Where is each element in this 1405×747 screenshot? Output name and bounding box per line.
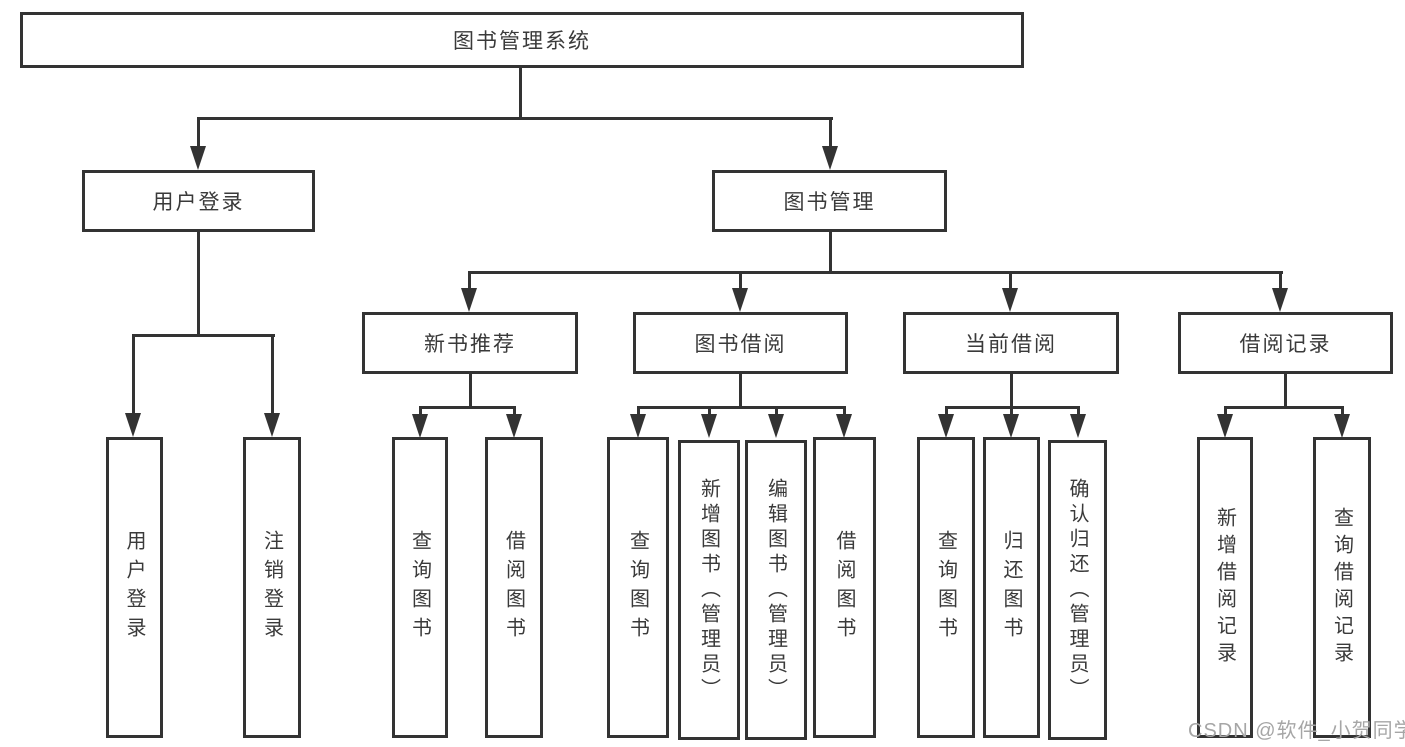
leaf-user-login: 用户登录 [106, 437, 163, 738]
connector-book-borrowing-split [637, 406, 845, 409]
arrowhead-current-borrowing [1002, 288, 1018, 312]
connector-drop-nb-query [419, 406, 422, 418]
leaf-bb-add-books-admin: 新增图书（管理员） [678, 440, 740, 740]
leaf-user-login-label: 用户登录 [123, 529, 145, 646]
leaf-logout: 注销登录 [243, 437, 301, 738]
leaf-bb-borrow-books: 借阅图书 [813, 437, 876, 738]
arrowhead-bb-edit [768, 414, 784, 438]
leaf-cb-confirm-return-admin-label: 确认归还（管理员） [1066, 477, 1088, 703]
connector-current-borrowing-trunk [1010, 372, 1013, 408]
connector-level2-split [468, 271, 1283, 274]
arrowhead-nb-borrow [506, 414, 522, 438]
arrowhead-logout-leaf [264, 413, 280, 437]
leaf-cb-query-books-label: 查询图书 [934, 529, 957, 646]
leaf-logout-label: 注销登录 [260, 529, 283, 646]
connector-drop-bb-borrow [843, 406, 846, 418]
arrowhead-bb-query [630, 414, 646, 438]
connector-drop-cb-return [1010, 406, 1013, 418]
connector-borrowing-records-split [1224, 406, 1343, 409]
connector-drop-bb-query [637, 406, 640, 418]
connector-drop-bb-edit [775, 406, 778, 418]
node-book-management: 图书管理 [712, 170, 947, 232]
connector-drop-user-login [197, 117, 200, 151]
leaf-cb-query-books: 查询图书 [917, 437, 975, 738]
leaf-nb-borrow-books-label: 借阅图书 [502, 529, 525, 646]
connector-book-management-trunk [829, 230, 832, 274]
connector-drop-borrowing-records [1279, 271, 1282, 293]
node-book-borrowing-label: 图书借阅 [694, 333, 787, 356]
node-root: 图书管理系统 [20, 12, 1024, 68]
connector-drop-rec-add [1224, 406, 1227, 418]
leaf-nb-query-books-label: 查询图书 [408, 529, 431, 646]
connector-new-book-trunk [469, 372, 472, 408]
leaf-nb-query-books: 查询图书 [392, 437, 448, 738]
leaf-bb-query-books: 查询图书 [607, 437, 669, 738]
arrowhead-book-management [822, 146, 838, 170]
arrowhead-new-book [461, 288, 477, 312]
leaf-bb-edit-books-admin-label: 编辑图书（管理员） [764, 477, 787, 703]
arrowhead-cb-query [938, 414, 954, 438]
leaf-bb-edit-books-admin: 编辑图书（管理员） [745, 440, 807, 740]
connector-user-login-trunk [197, 230, 200, 337]
csdn-watermark: CSDN @软件_小贺同学 [1188, 720, 1405, 742]
leaf-rec-query-borrow-record-label: 查询借阅记录 [1330, 506, 1353, 669]
leaf-cb-confirm-return-admin: 确认归还（管理员） [1048, 440, 1107, 740]
node-current-borrowing-label: 当前借阅 [965, 333, 1057, 356]
arrowhead-cb-confirm [1070, 414, 1086, 438]
connector-level1-split [197, 117, 833, 120]
leaf-rec-query-borrow-record: 查询借阅记录 [1313, 437, 1371, 738]
connector-drop-nb-borrow [513, 406, 516, 418]
node-current-borrowing: 当前借阅 [903, 312, 1119, 374]
node-root-label: 图书管理系统 [453, 30, 591, 53]
leaf-bb-query-books-label: 查询图书 [626, 529, 649, 646]
connector-book-borrowing-trunk [739, 372, 742, 408]
node-borrowing-records-label: 借阅记录 [1239, 333, 1332, 356]
node-new-book-recommend-label: 新书推荐 [424, 333, 516, 356]
connector-borrowing-records-trunk [1284, 372, 1287, 408]
connector-drop-new-book [468, 271, 471, 293]
arrowhead-bb-borrow [836, 414, 852, 438]
connector-drop-book-borrowing [739, 271, 742, 293]
connector-drop-rec-query [1341, 406, 1344, 418]
leaf-bb-add-books-admin-label: 新增图书（管理员） [697, 477, 720, 703]
connector-drop-cb-confirm [1077, 406, 1080, 418]
arrowhead-book-borrowing [732, 288, 748, 312]
connector-drop-logout-leaf [271, 334, 274, 416]
arrowhead-nb-query [412, 414, 428, 438]
node-borrowing-records: 借阅记录 [1178, 312, 1393, 374]
connector-drop-cb-query [945, 406, 948, 418]
connector-root-trunk [519, 66, 522, 119]
leaf-cb-return-books: 归还图书 [983, 437, 1040, 738]
arrowhead-bb-add [701, 414, 717, 438]
arrowhead-cb-return [1003, 414, 1019, 438]
arrowhead-borrowing-records [1272, 288, 1288, 312]
leaf-rec-add-borrow-record-label: 新增借阅记录 [1213, 506, 1236, 669]
leaf-rec-add-borrow-record: 新增借阅记录 [1197, 437, 1253, 738]
arrowhead-rec-add [1217, 414, 1233, 438]
arrowhead-login-leaf [125, 413, 141, 437]
node-book-management-label: 图书管理 [783, 191, 876, 214]
node-book-borrowing: 图书借阅 [633, 312, 848, 374]
connector-drop-login-leaf [132, 334, 135, 416]
arrowhead-rec-query [1334, 414, 1350, 438]
node-user-login: 用户登录 [82, 170, 315, 232]
connector-user-login-split [132, 334, 275, 337]
connector-drop-current-borrowing [1009, 271, 1012, 293]
leaf-cb-return-books-label: 归还图书 [1000, 529, 1022, 646]
arrowhead-user-login [190, 146, 206, 170]
node-new-book-recommend: 新书推荐 [362, 312, 578, 374]
connector-drop-bb-add [708, 406, 711, 418]
leaf-bb-borrow-books-label: 借阅图书 [833, 529, 855, 646]
node-user-login-label: 用户登录 [152, 191, 245, 214]
connector-new-book-split [419, 406, 516, 409]
leaf-nb-borrow-books: 借阅图书 [485, 437, 543, 738]
connector-drop-book-management [829, 117, 832, 151]
